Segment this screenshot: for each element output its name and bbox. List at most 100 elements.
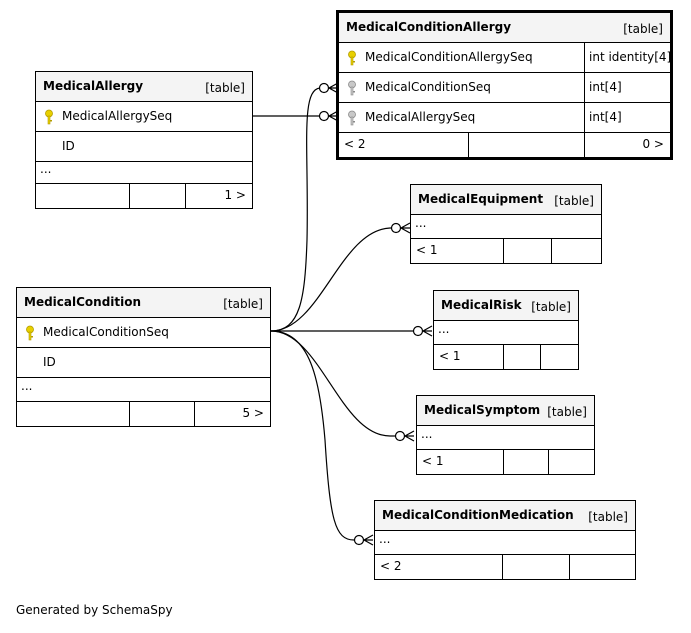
column-row[interactable]: MedicalConditionSeq int[4]: [339, 73, 670, 103]
table-footer: < 1: [417, 450, 594, 474]
generated-by-label: Generated by SchemaSpy: [16, 603, 173, 617]
parent-count: < 2: [344, 137, 366, 151]
table-footer: 1 >: [36, 184, 252, 208]
footer-cell: [194, 402, 195, 426]
footer-cell: [185, 184, 186, 208]
foreign-key-icon: [348, 80, 356, 96]
column-name: MedicalConditionAllergySeq: [365, 50, 533, 64]
table-name: MedicalCondition: [24, 295, 142, 309]
relation-condition-to-equipment: [270, 227, 401, 332]
relation-condition-to-condition-allergy: [270, 87, 321, 332]
table-kind: [table]: [623, 22, 663, 36]
optional-marker: [412, 325, 424, 337]
more-columns-row: ...: [36, 162, 252, 184]
column-type: int identity[4]: [584, 43, 671, 72]
table-name: MedicalEquipment: [418, 192, 544, 206]
table-kind: [table]: [205, 81, 245, 95]
more-columns-row: ...: [417, 426, 594, 450]
crows-foot-marker: [399, 222, 411, 234]
ellipsis: ...: [379, 532, 391, 546]
child-count: 5 >: [242, 406, 264, 420]
table-name: MedicalConditionAllergy: [346, 20, 512, 34]
table-header: MedicalConditionMedication [table]: [375, 501, 635, 531]
optional-marker: [318, 110, 330, 122]
column-row[interactable]: MedicalAllergySeq: [36, 102, 252, 132]
table-name: MedicalRisk: [441, 298, 522, 312]
table-header: MedicalConditionAllergy [table]: [339, 13, 670, 43]
table-footer: < 2 0 >: [339, 133, 670, 157]
table-kind: [table]: [554, 194, 594, 208]
column-name: MedicalAllergySeq: [365, 110, 476, 124]
table-header: MedicalAllergy [table]: [36, 72, 252, 102]
column-name: MedicalConditionSeq: [43, 325, 169, 339]
more-columns-row: ...: [375, 531, 635, 555]
parent-count: < 2: [380, 559, 402, 573]
optional-marker: [353, 534, 365, 546]
table-medical-condition[interactable]: MedicalCondition [table] MedicalConditio…: [16, 287, 271, 427]
table-header: MedicalCondition [table]: [17, 288, 270, 318]
optional-marker: [394, 430, 406, 442]
table-medical-equipment[interactable]: MedicalEquipment [table] ... < 1: [410, 184, 602, 264]
table-footer: < 1: [434, 345, 578, 369]
table-name: MedicalAllergy: [43, 79, 144, 93]
table-header: MedicalEquipment [table]: [411, 185, 601, 215]
crows-foot-marker: [421, 325, 433, 337]
column-row[interactable]: ID: [17, 348, 270, 378]
footer-cell: [502, 555, 503, 579]
footer-cell: [468, 133, 469, 157]
child-count: 0 >: [642, 137, 664, 151]
more-columns-row: ...: [434, 321, 578, 345]
table-footer: < 1: [411, 239, 601, 263]
column-name: MedicalConditionSeq: [365, 80, 491, 94]
column-name: MedicalAllergySeq: [62, 109, 173, 123]
table-name: MedicalConditionMedication: [382, 508, 574, 522]
ellipsis: ...: [438, 322, 450, 336]
table-medical-allergy[interactable]: MedicalAllergy [table] MedicalAllergySeq…: [35, 71, 253, 209]
more-columns-row: ...: [411, 215, 601, 239]
table-medical-condition-medication[interactable]: MedicalConditionMedication [table] ... <…: [374, 500, 636, 580]
footer-cell: [540, 345, 541, 369]
table-medical-risk[interactable]: MedicalRisk [table] ... < 1: [433, 290, 579, 370]
ellipsis: ...: [40, 162, 52, 176]
child-count: 1 >: [224, 188, 246, 202]
table-kind: [table]: [547, 405, 587, 419]
footer-cell: [503, 450, 504, 474]
footer-cell: [129, 184, 130, 208]
footer-cell: [548, 450, 549, 474]
table-footer: 5 >: [17, 402, 270, 426]
optional-marker: [318, 82, 330, 94]
footer-cell: [584, 133, 585, 157]
parent-count: < 1: [439, 349, 461, 363]
footer-cell: [551, 239, 552, 263]
table-footer: < 2: [375, 555, 635, 579]
table-kind: [table]: [588, 510, 628, 524]
table-header: MedicalRisk [table]: [434, 291, 578, 321]
crows-foot-marker: [362, 534, 374, 546]
crows-foot-marker: [403, 430, 415, 442]
ellipsis: ...: [21, 379, 33, 393]
column-row[interactable]: MedicalConditionSeq: [17, 318, 270, 348]
column-row[interactable]: ID: [36, 132, 252, 162]
parent-count: < 1: [422, 454, 444, 468]
column-type: int[4]: [584, 103, 622, 132]
column-name: ID: [62, 139, 75, 153]
column-name: ID: [43, 355, 56, 369]
table-medical-symptom[interactable]: MedicalSymptom [table] ... < 1: [416, 395, 595, 475]
relation-condition-to-medication: [270, 330, 355, 541]
foreign-key-icon: [348, 110, 356, 126]
table-kind: [table]: [531, 300, 571, 314]
table-name: MedicalSymptom: [424, 403, 541, 417]
column-row[interactable]: MedicalAllergySeq int[4]: [339, 103, 670, 133]
footer-cell: [503, 345, 504, 369]
table-header: MedicalSymptom [table]: [417, 396, 594, 426]
primary-key-icon: [26, 325, 34, 341]
optional-marker: [390, 222, 402, 234]
footer-cell: [129, 402, 130, 426]
footer-cell: [569, 555, 570, 579]
table-medical-condition-allergy[interactable]: MedicalConditionAllergy [table] MedicalC…: [336, 10, 673, 160]
primary-key-icon: [348, 50, 356, 66]
relation-condition-to-symptom: [270, 330, 396, 437]
table-kind: [table]: [223, 297, 263, 311]
column-row[interactable]: MedicalConditionAllergySeq int identity[…: [339, 43, 671, 73]
